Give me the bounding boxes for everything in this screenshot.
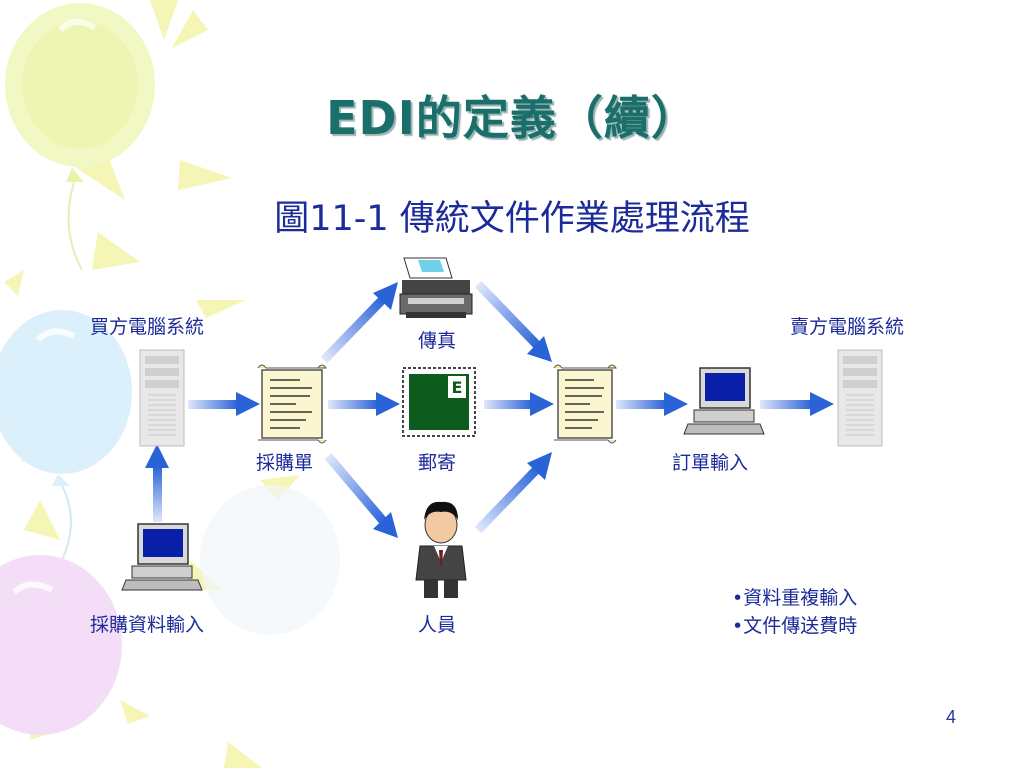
note-item: •資料重複輸入 — [732, 587, 858, 609]
svg-text:E: E — [452, 378, 463, 397]
purchase-entry-computer-icon — [121, 523, 203, 591]
personnel-label: 人員 — [418, 614, 457, 636]
arrow-po-to-mail — [328, 392, 400, 416]
arrow-order-entry-to-seller — [760, 392, 834, 416]
buyer-system-label: 買方電腦系統 — [90, 316, 205, 338]
balloon-yellow — [5, 3, 155, 271]
balloon-pink — [0, 555, 122, 735]
purchase-order-label: 採購單 — [256, 452, 314, 474]
figure-caption: 圖11-1 傳統文件作業處理流程 — [274, 199, 750, 239]
fax-label: 傳真 — [418, 330, 457, 352]
arrow-po-to-fax — [320, 282, 398, 364]
order-entry-label: 訂單輸入 — [672, 452, 749, 474]
balloon-blue — [0, 310, 132, 561]
order-entry-computer-icon — [683, 367, 765, 435]
fax-machine-icon — [399, 257, 473, 318]
page-number: 4 — [946, 707, 957, 727]
arrow-buyer-to-po — [188, 392, 260, 416]
purchase-order-document-icon — [257, 364, 327, 444]
arrow-entry-to-buyer — [145, 444, 169, 522]
notes-list: •資料重複輸入 •文件傳送費時 — [732, 584, 857, 640]
arrow-doc-to-order-entry — [616, 392, 688, 416]
arrow-po-to-person — [324, 453, 398, 538]
arrow-person-to-doc — [474, 452, 552, 534]
received-document-icon — [553, 364, 617, 444]
arrow-fax-to-doc — [474, 280, 552, 362]
seller-system-label: 賣方電腦系統 — [790, 316, 905, 338]
balloon-faint — [200, 485, 340, 635]
postage-stamp-icon: E — [402, 367, 476, 437]
purchase-data-entry-label: 採購資料輸入 — [90, 614, 205, 636]
businessman-icon — [415, 501, 467, 598]
buyer-server-icon — [139, 349, 185, 447]
note-item: •文件傳送費時 — [732, 615, 858, 637]
mail-label: 郵寄 — [418, 452, 457, 474]
page-title: EDI的定義（續） — [326, 91, 698, 145]
seller-server-icon — [837, 349, 883, 447]
arrow-mail-to-doc — [484, 392, 554, 416]
